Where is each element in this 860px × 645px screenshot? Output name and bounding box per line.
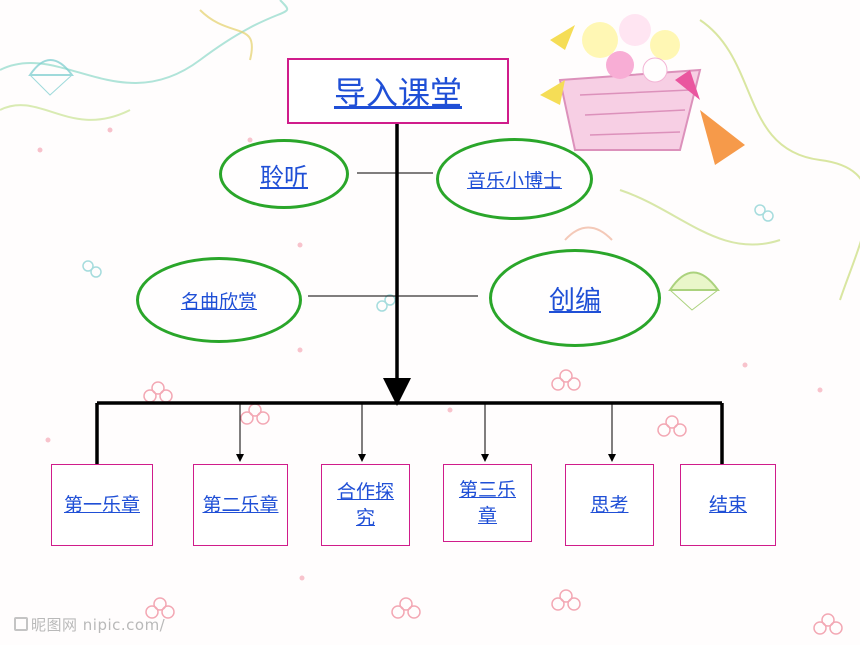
reflect-link[interactable]: 思考 <box>590 494 629 516</box>
box-cooperate-explore: 合作探究 <box>321 464 410 546</box>
nipic-logo-icon <box>14 617 28 631</box>
music-doctor-link[interactable]: 音乐小博士 <box>466 169 562 192</box>
end-link[interactable]: 结束 <box>708 494 747 516</box>
box-movement-3: 第三乐章 <box>443 464 532 542</box>
oval-appreciation: 名曲欣赏 <box>136 257 302 343</box>
movement-1-link[interactable]: 第一乐章 <box>63 494 140 516</box>
box-end: 结束 <box>680 464 776 546</box>
appreciation-link[interactable]: 名曲欣赏 <box>180 290 257 313</box>
title-box: 导入课堂 <box>287 58 509 124</box>
watermark-text: 昵图网 nipic.com/ <box>31 616 166 634</box>
movement-3-link[interactable]: 第三乐章 <box>458 479 516 527</box>
listen-link[interactable]: 聆听 <box>260 162 308 191</box>
create-link[interactable]: 创编 <box>548 285 601 316</box>
cooperate-explore-link[interactable]: 合作探究 <box>336 481 394 529</box>
oval-music-doctor: 音乐小博士 <box>436 138 593 220</box>
movement-2-link[interactable]: 第二乐章 <box>202 494 279 516</box>
oval-create: 创编 <box>489 249 661 347</box>
oval-listen: 聆听 <box>219 139 349 209</box>
box-reflect: 思考 <box>565 464 654 546</box>
box-movement-2: 第二乐章 <box>193 464 288 546</box>
title-link[interactable]: 导入课堂 <box>333 74 462 112</box>
box-movement-1: 第一乐章 <box>51 464 153 546</box>
watermark: 昵图网 nipic.com/ <box>14 614 165 635</box>
